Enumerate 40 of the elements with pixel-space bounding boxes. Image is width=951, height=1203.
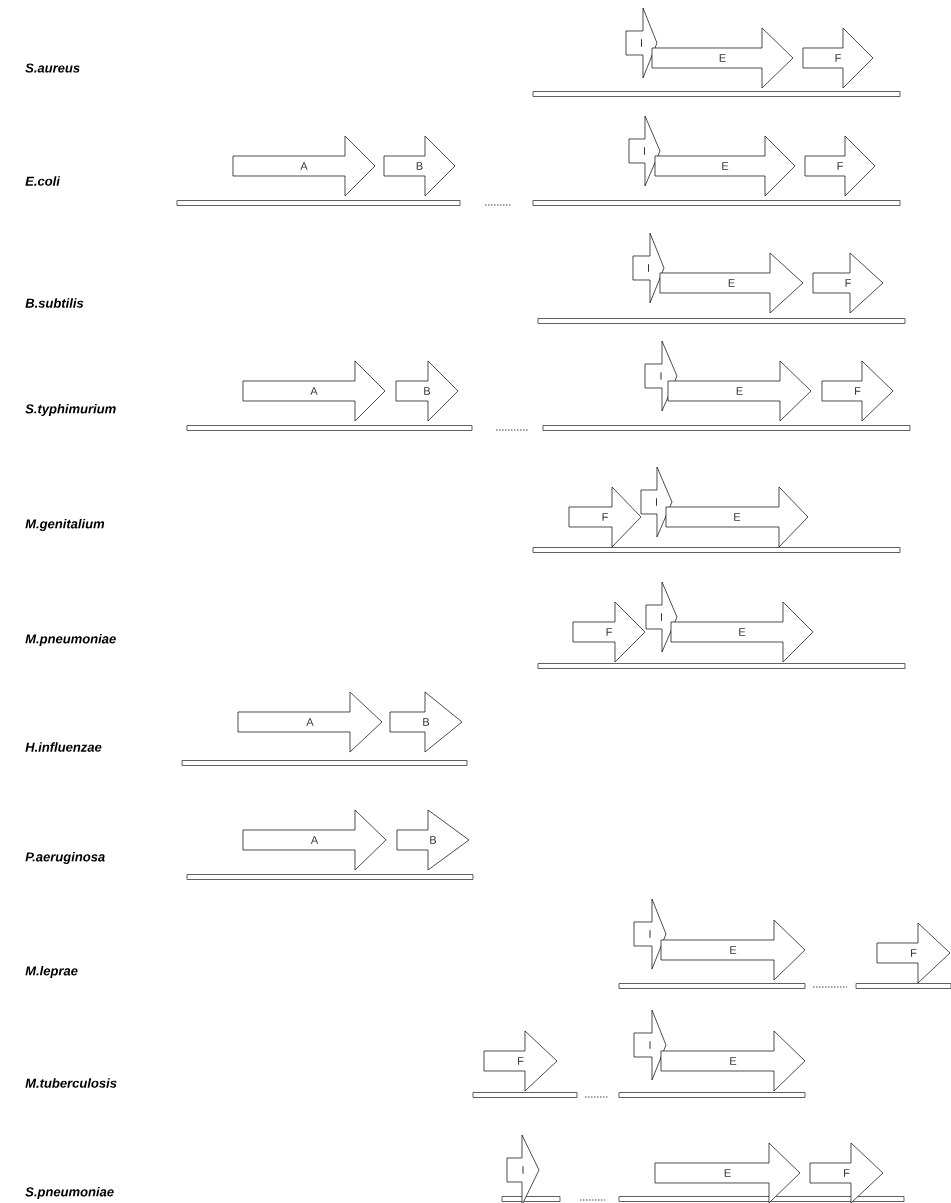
gene-block: E (651, 27, 794, 89)
gene-block: F (802, 27, 874, 89)
gene-block: E (660, 919, 806, 981)
node-label: E (724, 1169, 731, 1177)
species-name: B.subtilis (25, 298, 84, 308)
gene-block: I (640, 466, 673, 538)
species-name: E.coli (25, 176, 61, 186)
species-name: H.influenzae (25, 742, 102, 752)
gene-block: B (396, 809, 470, 871)
species-name: P.aeruginosa (25, 851, 105, 865)
species-name: M.tuberculosis (25, 1078, 117, 1088)
gene-block: F (804, 135, 876, 197)
species-name: S.aureus (25, 63, 80, 73)
species-name: S.pneumoniae (25, 1186, 114, 1200)
gene-block: I (633, 1009, 667, 1081)
species-name: M.leprae (25, 965, 78, 979)
gene-block: I (632, 232, 665, 304)
gene-block: A (237, 691, 383, 753)
gene-block: F (812, 252, 884, 314)
gene-block: I (628, 115, 661, 187)
species-name: S.typhimurium (25, 403, 116, 417)
species-name: M.genitalium (25, 518, 105, 532)
gene-block: F (876, 922, 951, 984)
gene-block: B (395, 360, 459, 422)
gene-block: B (383, 135, 456, 197)
gene-block: I (644, 340, 678, 412)
gene-block: A (242, 360, 386, 422)
node-label: F (844, 1169, 850, 1177)
gene-block: E (654, 135, 796, 197)
gene-block: B (389, 691, 463, 753)
gene-block: A (232, 135, 376, 197)
gene-block: I (625, 7, 658, 79)
gene-block: E (667, 360, 812, 422)
gene-block: F (821, 360, 894, 422)
gene-block: E (659, 252, 804, 314)
gene-block: I (645, 581, 678, 653)
gene-block: A (242, 809, 387, 871)
node-label: I (522, 1166, 524, 1174)
gene-block: I (633, 898, 667, 970)
species-name: M.pneumoniae (25, 633, 116, 647)
